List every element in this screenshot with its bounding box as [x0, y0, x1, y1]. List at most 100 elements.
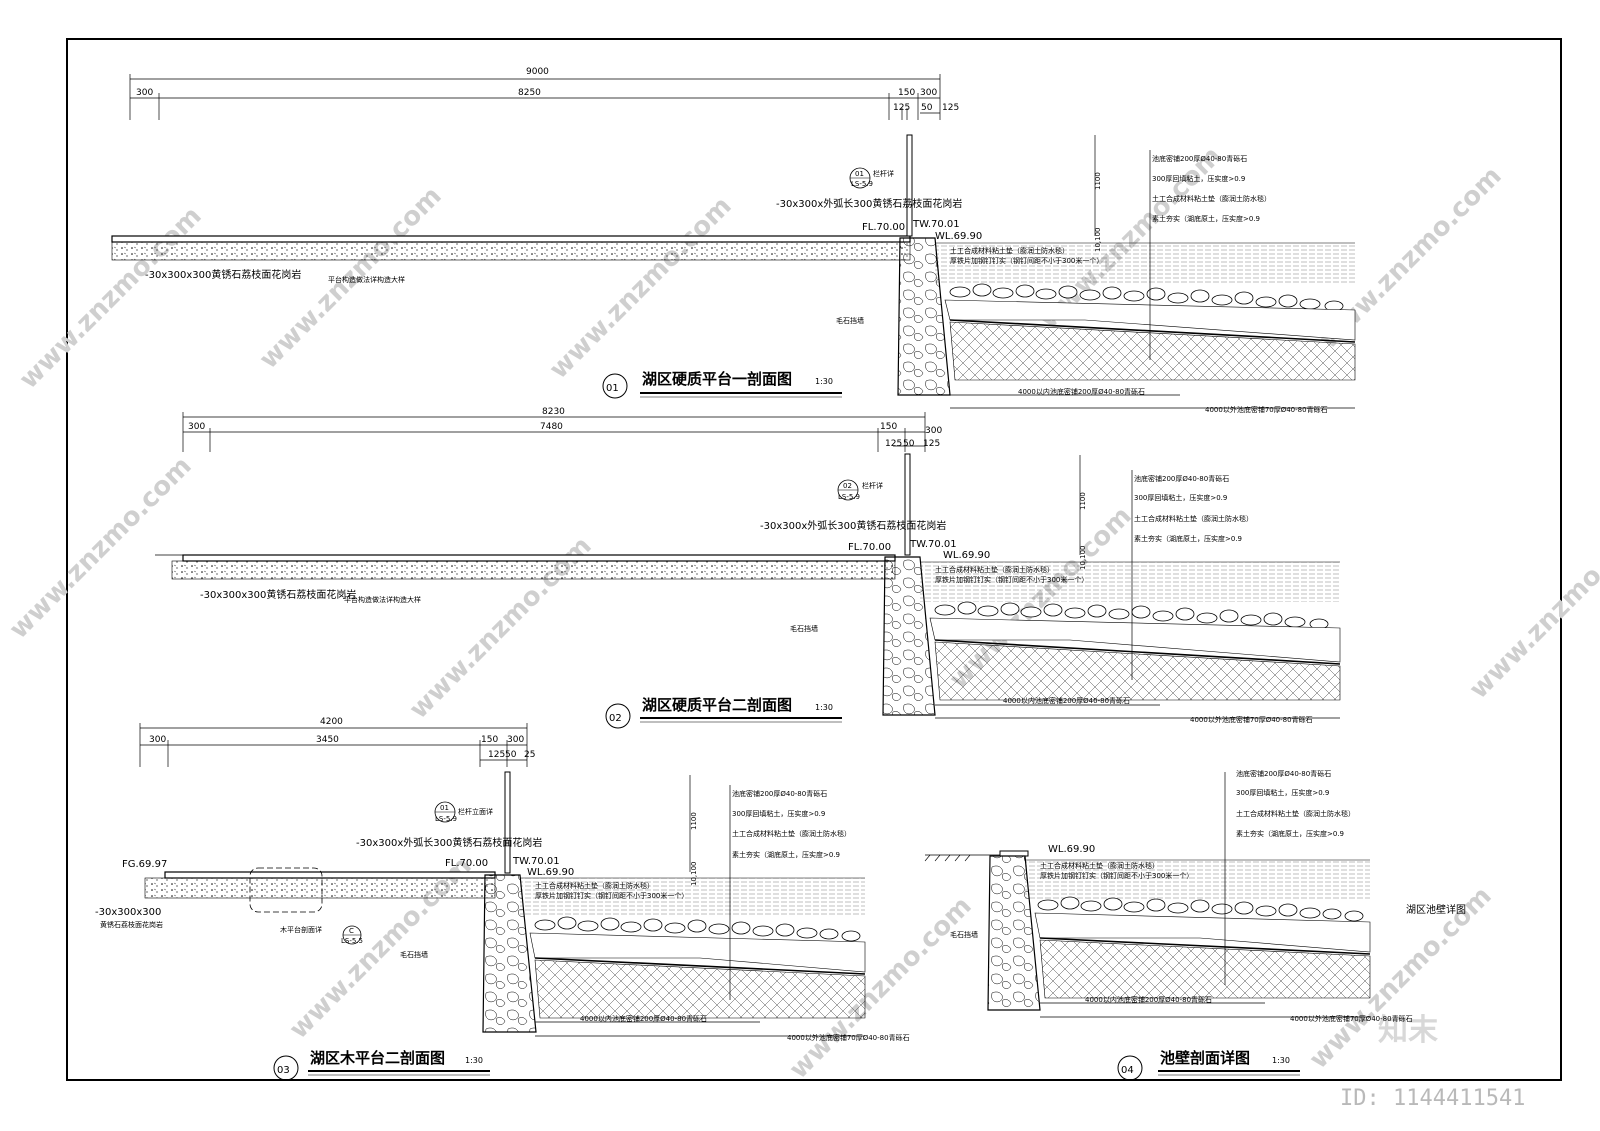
- note-4: 素土夯实（湖底原土，压实度>0.9: [1236, 829, 1344, 838]
- section-title: 湖区硬质平台一剖面图: [642, 370, 792, 388]
- bottom-note-2: 4000以外池底密铺70厚Ø40-80青砾石: [1205, 405, 1328, 414]
- tw-label: TW.70.01: [909, 539, 957, 550]
- geo-liner-label: 土工合成材料粘土垫（膨润土防水毯）: [535, 881, 654, 890]
- note-2: 300厚回填粘土，压实度>0.9: [1152, 174, 1245, 183]
- section-03: 4200 300 3450 150 300 125 50 25 01 LS: [95, 717, 910, 1081]
- wall-label: 毛石挡墙: [400, 950, 428, 959]
- note-1: 池底密铺200厚Ø40-80青砾石: [1236, 769, 1331, 778]
- water-body: [520, 878, 865, 916]
- platform-base: [111, 241, 911, 261]
- note-3: 土工合成材料粘土垫（膨润土防水毯）: [1152, 194, 1271, 203]
- water-body: [1025, 860, 1370, 900]
- note-2: 300厚回填粘土，压实度>0.9: [1236, 788, 1329, 797]
- clay-fill: [929, 617, 1341, 663]
- wl-label: WL.69.90: [527, 867, 574, 878]
- iron-plate-label: 厚铁片加钢钉钉实（钢钉间距不小于300米一个）: [935, 575, 1088, 584]
- dim-a: 150: [898, 88, 915, 98]
- paving-label: -30x300x300黄锈石荔枝面花岗岩: [145, 268, 301, 281]
- detail-num: 01: [440, 804, 449, 812]
- iron-plate-label: 厚铁片加钢钉钉实（钢钉间距不小于300米一个）: [950, 256, 1103, 265]
- wl-label: WL.69.90: [1048, 844, 1095, 855]
- rail-label: 栏杆立面详: [458, 807, 493, 816]
- dim-e: 125: [942, 103, 959, 113]
- note-2: 300厚回填粘土，压实度>0.9: [732, 809, 825, 818]
- section-title: 湖区木平台二剖面图: [310, 1049, 445, 1067]
- soil-bed: [949, 321, 1356, 381]
- edge-stone-label: -30x300x外弧长300黄锈石荔枝面花岗岩: [776, 197, 962, 210]
- watermark-url: www.znzmo.com: [1464, 511, 1600, 705]
- dim-b: 300: [920, 88, 937, 98]
- section-title: 池壁剖面详图: [1160, 1049, 1250, 1067]
- dim-d: 50: [903, 439, 915, 449]
- watermark-logo: 知末: [1378, 1013, 1438, 1048]
- section-01: 9000 300 8250 150 300 125 50 125: [111, 67, 1356, 414]
- watermark-url: www.znzmo.com: [544, 191, 738, 385]
- tw-label: TW.70.01: [512, 856, 560, 867]
- note-3: 土工合成材料粘土垫（膨润土防水毯）: [1134, 514, 1253, 523]
- fl-label: FL.70.00: [848, 542, 891, 553]
- note-1: 池底密铺200厚Ø40-80青砾石: [1134, 474, 1229, 483]
- section-scale: 1:30: [465, 1056, 483, 1065]
- section-number: 04: [1121, 1065, 1134, 1076]
- geo-liner-label: 土工合成材料粘土垫（膨润土防水毯）: [950, 246, 1069, 255]
- wall-label: 毛石挡墙: [950, 930, 978, 939]
- dim-b: 300: [925, 426, 942, 436]
- dimension-chain: [182, 412, 926, 452]
- note-3: 土工合成材料粘土垫（膨润土防水毯）: [732, 829, 851, 838]
- bottom-note-2: 4000以外池底密铺70厚Ø40-80青砾石: [1290, 1014, 1413, 1023]
- section-04: WL.69.90 毛石挡墙 湖区池壁详图 土工合成材料粘土垫（膨润土防水毯） 厚…: [924, 769, 1466, 1081]
- dim-total: 4200: [320, 717, 343, 727]
- note-3: 土工合成材料粘土垫（膨润土防水毯）: [1236, 809, 1355, 818]
- side-label: 湖区池壁详图: [1406, 903, 1466, 916]
- height-10100: 10,100: [1094, 228, 1102, 253]
- fg-label: FG.69.97: [122, 859, 167, 870]
- platform-base: [144, 877, 496, 899]
- note-2: 300厚回填粘土，压实度>0.9: [1134, 493, 1227, 502]
- dim-e: 25: [524, 750, 535, 760]
- dim-main: 7480: [540, 422, 563, 432]
- wood-ref: C: [349, 927, 354, 935]
- iron-plate-label: 厚铁片加钢钉钉实（钢钉间距不小于300米一个）: [1040, 871, 1193, 880]
- dim-e: 125: [923, 439, 940, 449]
- detail-ref: LS-5.9: [851, 180, 873, 188]
- detail-num: 01: [855, 170, 864, 178]
- dim-left: 300: [136, 88, 153, 98]
- fl-label: FL.70.00: [862, 222, 905, 233]
- dim-a: 150: [880, 422, 897, 432]
- liner-line: [934, 639, 1341, 665]
- section-title: 湖区硬质平台二剖面图: [642, 696, 792, 714]
- dim-c: 125: [893, 103, 910, 113]
- bottom-note-1: 4000以内池底密铺200厚Ø40-80青砾石: [1003, 696, 1130, 705]
- watermark-id: ID: 1144411541: [1340, 1086, 1525, 1111]
- section-number: 02: [609, 713, 622, 724]
- water-body: [935, 243, 1355, 283]
- paving-label: -30x300x300黄锈石荔枝面花岗岩: [200, 588, 356, 601]
- bottom-note-2: 4000以外池底密铺70厚Ø40-80青砾石: [787, 1033, 910, 1042]
- platform-paving: [111, 235, 911, 243]
- pebble-layer: [1037, 896, 1364, 922]
- wl-label: WL.69.90: [943, 550, 990, 561]
- geo-liner-label: 土工合成材料粘土垫（膨润土防水毯）: [935, 565, 1054, 574]
- pebble-layer: [534, 916, 861, 942]
- height-10100: 10,100: [1079, 546, 1087, 571]
- bottom-note-1: 4000以内池底密铺200厚Ø40-80青砾石: [1018, 387, 1145, 396]
- liner-line: [534, 957, 866, 975]
- watermark-url: www.znzmo.com: [14, 201, 208, 395]
- height-1100: 1100: [690, 812, 698, 830]
- clay-fill: [1034, 912, 1371, 953]
- section-number: 01: [606, 383, 619, 394]
- platform-paving: [164, 871, 496, 879]
- wood-detail-label: 木平台剖面详: [280, 925, 322, 934]
- dim-left: 300: [149, 735, 166, 745]
- section-scale: 1:30: [1272, 1056, 1290, 1065]
- liner-line: [1039, 937, 1371, 955]
- clay-fill: [529, 932, 866, 973]
- liner-line: [949, 319, 1356, 343]
- soil-bed: [534, 959, 866, 1019]
- detail-num: 02: [843, 482, 852, 490]
- note-1: 池底密铺200厚Ø40-80青砾石: [732, 789, 827, 798]
- bottom-note-1: 4000以内池底密铺200厚Ø40-80青砾石: [580, 1014, 707, 1023]
- railing-post: [906, 134, 913, 237]
- section-02: 8230 300 7480 150 300 125 50 125 0: [155, 407, 1341, 729]
- dim-d: 50: [505, 750, 517, 760]
